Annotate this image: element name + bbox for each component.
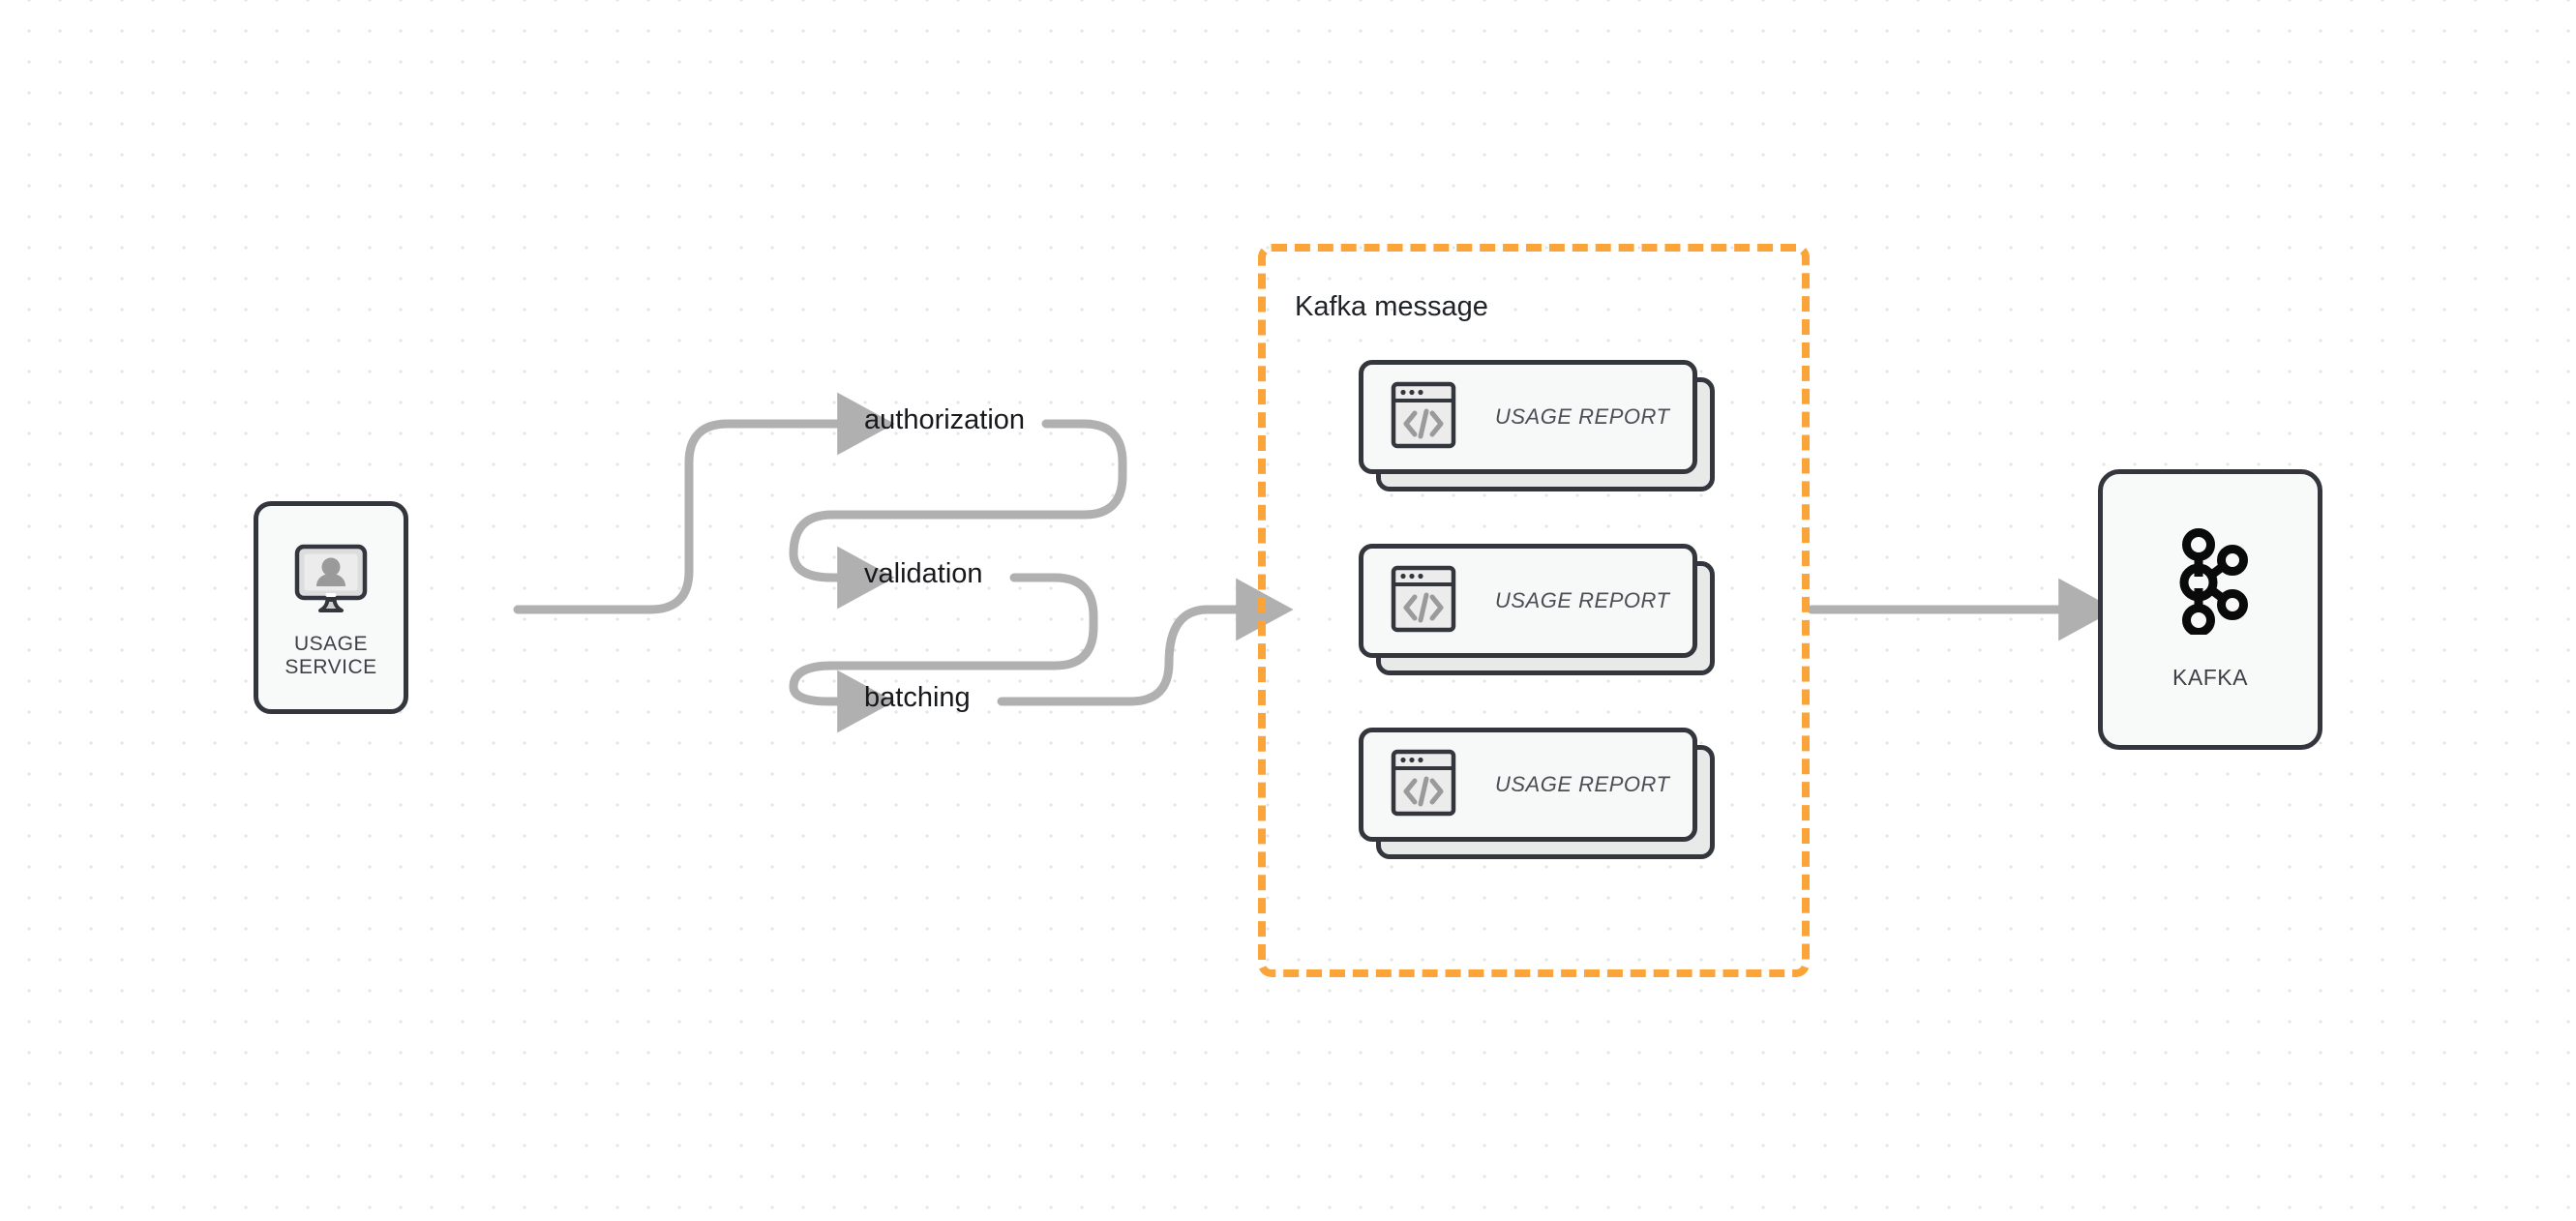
card-front: USAGE REPORT xyxy=(1359,544,1697,658)
monitor-user-icon xyxy=(291,543,371,619)
pipeline-step-batching: batching xyxy=(864,682,971,713)
usage-report-label: USAGE REPORT xyxy=(1495,588,1670,612)
connector-batching-to-kafka-message xyxy=(997,578,1294,706)
usage-service-label: USAGE SERVICE xyxy=(285,632,377,678)
pipeline-step-authorization: authorization xyxy=(864,404,1026,435)
node-kafka[interactable]: KAFKA xyxy=(2098,469,2322,750)
usage-report-label: USAGE REPORT xyxy=(1495,404,1670,429)
usage-report-label: USAGE REPORT xyxy=(1495,772,1670,796)
code-window-icon xyxy=(1391,565,1456,638)
connector-validation-to-batching xyxy=(789,573,1098,733)
kafka-message-group xyxy=(1258,244,1810,977)
node-usage-service[interactable]: USAGE SERVICE xyxy=(254,501,408,714)
card-front: USAGE REPORT xyxy=(1359,360,1697,474)
kafka-logo-icon xyxy=(2167,528,2254,640)
connector-service-to-authorization xyxy=(513,392,895,614)
kafka-message-title: Kafka message xyxy=(1295,291,1488,322)
usage-report-card[interactable]: USAGE REPORT xyxy=(1359,728,1715,859)
pipeline-step-validation: validation xyxy=(864,558,983,589)
code-window-icon xyxy=(1391,749,1456,821)
kafka-label: KAFKA xyxy=(2172,665,2248,690)
usage-report-card[interactable]: USAGE REPORT xyxy=(1359,360,1715,491)
connector-authorization-to-validation xyxy=(789,419,1127,610)
code-window-icon xyxy=(1391,381,1456,454)
card-front: USAGE REPORT xyxy=(1359,728,1697,842)
usage-report-card[interactable]: USAGE REPORT xyxy=(1359,544,1715,675)
